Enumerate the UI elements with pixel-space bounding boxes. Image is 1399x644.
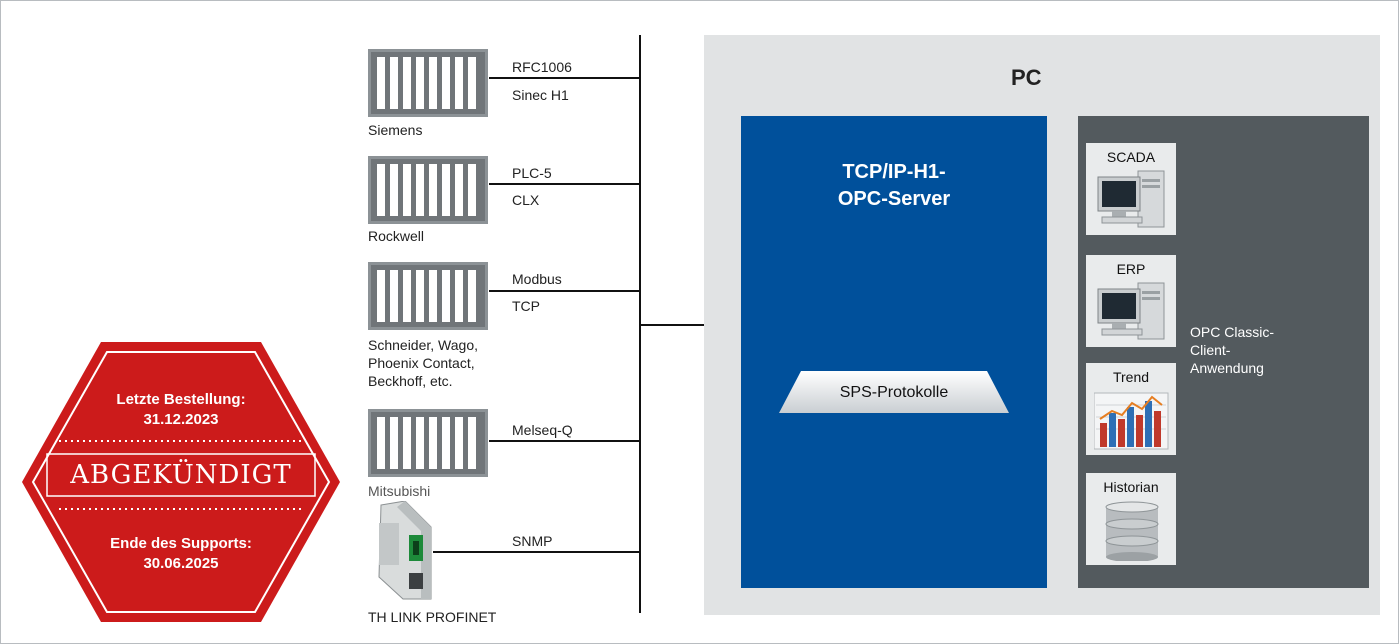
protocol-label-plc5: PLC-5 xyxy=(512,165,552,181)
th-link-device-icon xyxy=(378,501,432,600)
app-label-trend: Trend xyxy=(1112,369,1150,385)
last-order-label: Letzte Bestellung: xyxy=(116,391,246,408)
device-label-schneider: Schneider, Wago, Phoenix Contact, Beckho… xyxy=(368,337,478,389)
plc-siemens-icon xyxy=(368,49,488,117)
plc-mitsubishi-icon xyxy=(368,409,488,477)
app-label-erp: ERP xyxy=(1116,261,1146,277)
protocol-label-clx: CLX xyxy=(512,192,540,208)
protocol-label-modbus: Modbus xyxy=(512,271,562,287)
computer-icon xyxy=(1097,282,1165,340)
protocol-label-sinec-h1: Sinec H1 xyxy=(512,87,569,103)
support-end-date: 30.06.2025 xyxy=(143,555,219,572)
sps-protocols-shape xyxy=(779,371,1009,413)
protocol-label-tcp: TCP xyxy=(512,298,540,314)
protocol-label-snmp: SNMP xyxy=(512,533,553,549)
app-card-erp: ERP xyxy=(1086,255,1176,347)
database-icon xyxy=(1105,501,1159,561)
support-end-label: Ende des Supports: xyxy=(110,535,252,552)
last-order-date: 31.12.2023 xyxy=(143,411,219,428)
device-label-mitsubishi: Mitsubishi xyxy=(368,483,431,499)
plc-modbus-icon xyxy=(368,262,488,330)
discontinued-status: ABGEKÜNDIGT xyxy=(70,460,292,490)
protocol-label-melseq: Melseq-Q xyxy=(512,422,573,438)
device-label-siemens: Siemens xyxy=(368,122,423,138)
bar-chart-icon xyxy=(1094,392,1169,450)
app-card-historian: Historian xyxy=(1086,473,1176,565)
sps-protocols-label: SPS-Protokolle xyxy=(839,384,949,401)
opc-server-title: TCP/IP-H1- OPC-Server xyxy=(837,161,951,210)
protocol-label-rfc1006: RFC1006 xyxy=(512,59,572,75)
opc-server-box xyxy=(741,116,1047,588)
device-label-rockwell: Rockwell xyxy=(368,228,425,244)
opc-client-label: OPC Classic- Client- Anwendung xyxy=(1190,324,1275,376)
app-label-historian: Historian xyxy=(1103,479,1159,495)
discontinued-badge xyxy=(22,342,340,622)
pc-title: PC xyxy=(1011,65,1042,90)
app-card-trend: Trend xyxy=(1086,363,1176,455)
app-label-scada: SCADA xyxy=(1106,149,1156,165)
plc-rockwell-icon xyxy=(368,156,488,224)
app-card-scada: SCADA xyxy=(1086,143,1176,235)
device-label-thlink: TH LINK PROFINET xyxy=(368,609,497,625)
computer-icon xyxy=(1097,170,1165,228)
